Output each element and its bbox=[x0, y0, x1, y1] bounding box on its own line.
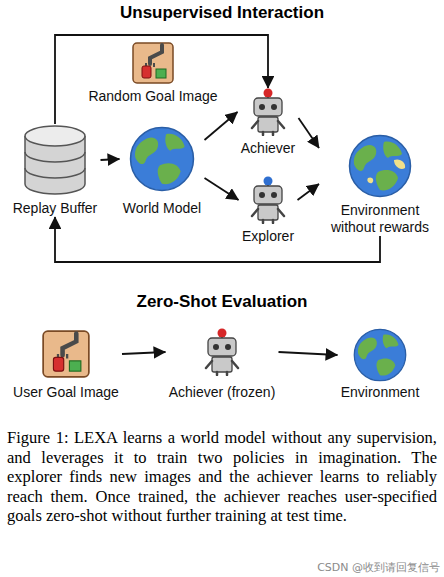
robot-body bbox=[258, 117, 278, 132]
globe-land bbox=[383, 142, 402, 158]
node-icon bbox=[200, 328, 244, 376]
node-label: User Goal Image bbox=[10, 384, 122, 401]
node-label: World Model bbox=[120, 200, 205, 217]
globe-land bbox=[354, 145, 376, 171]
node-label: Explorer bbox=[239, 228, 298, 245]
arrow-connector bbox=[205, 178, 239, 200]
node-label: Random Goal Image bbox=[85, 88, 221, 105]
red-object bbox=[53, 357, 63, 371]
node-icon bbox=[42, 330, 90, 378]
node-icon bbox=[20, 124, 90, 196]
arrow-connector bbox=[101, 159, 120, 160]
globe-land bbox=[376, 358, 395, 375]
globe-ocean bbox=[131, 128, 194, 191]
robot-arm bbox=[150, 45, 162, 64]
icon-node: Achiever (frozen) bbox=[166, 328, 279, 401]
node-label: Replay Buffer bbox=[10, 200, 101, 217]
robot-head bbox=[254, 98, 282, 116]
robot-body bbox=[258, 205, 278, 220]
globe-ocean bbox=[350, 136, 411, 197]
node-icon bbox=[246, 88, 290, 136]
robot-body bbox=[212, 357, 232, 372]
cylinder-top bbox=[25, 126, 85, 146]
arrow-connector bbox=[122, 352, 166, 354]
icon-node: Achiever bbox=[238, 88, 299, 157]
robot-eye bbox=[259, 192, 265, 198]
goal-frame bbox=[43, 331, 89, 377]
robot-limbs bbox=[252, 121, 284, 135]
globe-land bbox=[383, 334, 399, 348]
robot-arm bbox=[63, 333, 77, 355]
robot-eye bbox=[271, 192, 277, 198]
node-icon bbox=[348, 134, 412, 198]
node-label: Environment bbox=[338, 384, 423, 401]
green-cube bbox=[156, 69, 166, 78]
robot-eye bbox=[259, 104, 265, 110]
globe-desert bbox=[394, 159, 405, 168]
icon-node: Explorer bbox=[239, 176, 298, 245]
globe-land bbox=[358, 337, 377, 359]
globe-land bbox=[376, 170, 398, 190]
icon-node: Environment without rewards bbox=[319, 134, 441, 236]
robot-eye bbox=[271, 104, 277, 110]
watermark: CSDN @收到请回复信号 bbox=[317, 560, 440, 575]
icon-node: User Goal Image bbox=[10, 330, 122, 401]
globe-desert bbox=[367, 177, 373, 183]
diagram-title: Unsupervised Interaction bbox=[0, 3, 444, 23]
cylinder-band bbox=[25, 152, 85, 162]
figure-caption: Figure 1: LEXA learns a world model with… bbox=[7, 428, 437, 526]
antenna-light bbox=[218, 329, 227, 338]
arrow-connector bbox=[205, 112, 238, 140]
node-label: Environment without rewards bbox=[319, 202, 441, 236]
node-label: Achiever (frozen) bbox=[166, 384, 279, 401]
arrow-connector bbox=[298, 184, 320, 200]
arrow-connector bbox=[55, 35, 268, 124]
cylinder-band bbox=[25, 168, 85, 178]
arrow-connector bbox=[299, 118, 320, 148]
robot-head bbox=[208, 338, 236, 356]
goal-frame bbox=[133, 43, 173, 83]
robot-limbs bbox=[252, 209, 284, 223]
antenna-light bbox=[264, 89, 273, 98]
section-title: Zero-Shot Evaluation bbox=[0, 292, 444, 312]
arrow-connector bbox=[279, 352, 338, 355]
antenna-light bbox=[264, 177, 273, 186]
node-label: Achiever bbox=[238, 140, 299, 157]
node-icon bbox=[353, 328, 407, 382]
node-icon bbox=[246, 176, 290, 224]
node-icon bbox=[132, 42, 174, 84]
robot-eye bbox=[213, 344, 219, 350]
icon-node: Environment bbox=[338, 328, 423, 401]
icon-node: Replay Buffer bbox=[10, 124, 101, 217]
robot-head bbox=[254, 186, 282, 204]
globe-land bbox=[135, 137, 158, 164]
robot-limbs bbox=[206, 361, 238, 375]
icon-node: World Model bbox=[120, 126, 205, 217]
globe-land bbox=[158, 163, 181, 184]
red-object bbox=[142, 66, 151, 78]
icon-node: Random Goal Image bbox=[85, 42, 221, 105]
globe-ocean bbox=[354, 329, 405, 380]
green-cube bbox=[69, 361, 80, 371]
node-icon bbox=[129, 126, 195, 192]
globe-land bbox=[165, 134, 184, 151]
robot-eye bbox=[225, 344, 231, 350]
